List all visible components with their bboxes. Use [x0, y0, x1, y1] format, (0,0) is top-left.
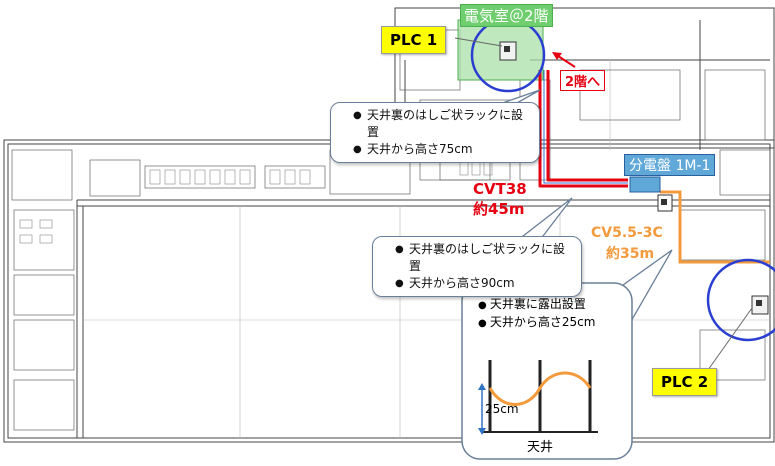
furniture: [19, 154, 493, 244]
top-callout: 天井裏のはしご状ラックに設置 天井から高さ75cm: [330, 102, 540, 163]
top-callout-line-1: 天井裏のはしご状ラックに設置: [353, 107, 531, 141]
bottom-callout-line-2: ● 天井から高さ25cm: [478, 315, 596, 329]
room-details: [11, 29, 771, 431]
cvt38-name-label: CVT38: [473, 180, 527, 198]
cvt38-length-label: 約45m: [473, 200, 525, 218]
to-second-floor-label: 2階へ: [560, 70, 606, 91]
plc2-circle: [706, 258, 775, 342]
cv55-length-label: 約35m: [606, 246, 655, 262]
plc2-label: PLC 2: [652, 368, 718, 396]
inset-ceiling-label: 天井: [527, 440, 554, 455]
bottom-callout-text: ● 天井裏に露出設置 ● 天井から高さ25cm: [478, 296, 595, 332]
top-callout-line-2: 天井から高さ75cm: [353, 141, 531, 158]
tray-route-line: [543, 70, 628, 184]
distribution-board-box: [629, 176, 661, 193]
to-second-floor-arrow: [552, 52, 576, 68]
cvt38-cable-route: [538, 70, 628, 188]
plc2-leader: [707, 307, 753, 371]
plc1-label: PLC 1: [381, 26, 447, 54]
middle-callout-line-2: 天井から高さ90cm: [395, 275, 573, 292]
electrical-room-label: 電気室＠2階: [460, 4, 553, 27]
bottom-callout-line-1: ● 天井裏に露出設置: [478, 297, 586, 311]
middle-callout-pointer: [516, 197, 573, 241]
inset-cable: [488, 371, 592, 406]
inset-rack-posts: [482, 360, 598, 433]
cv55-name-label: CV5.5-3C: [591, 225, 663, 241]
middle-callout-line-1: 天井裏のはしご状ラックに設置: [395, 241, 573, 275]
plc1-leader: [454, 37, 503, 47]
middle-callout: 天井裏のはしご状ラックに設置 天井から高さ90cm: [372, 236, 582, 297]
inset-height-label: 25cm: [485, 402, 519, 416]
cv55-cable-route: [660, 190, 770, 264]
distribution-board-label: 分電盤 1M-1: [624, 154, 716, 176]
